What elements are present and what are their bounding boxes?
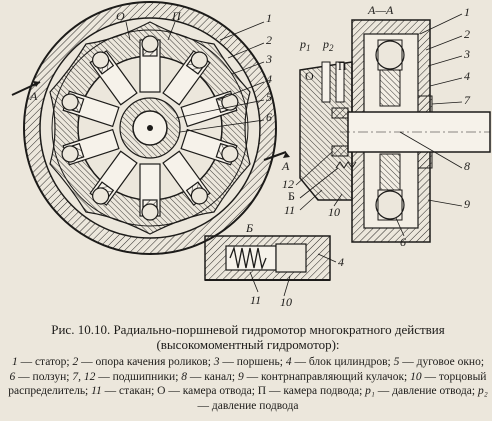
detail-view: Б 4 11 10 — [204, 221, 344, 309]
label-section-10: 10 — [328, 205, 340, 219]
label-section-O: O — [305, 69, 314, 83]
label-section-8: 8 — [464, 159, 470, 173]
legend-item: p₂ — давление подвода — [197, 385, 488, 412]
label-section-11: 11 — [284, 203, 295, 217]
label-P: П — [171, 9, 182, 23]
legend-item: 8 — канал; — [181, 370, 238, 383]
label-section-7: 7 — [464, 93, 471, 107]
caption-line-1: Рис. 10.10. Радиально-поршневой гидромот… — [51, 322, 445, 337]
figure-legend: 1 — статор; 2 — опора качения роликов; 3… — [8, 355, 488, 413]
label-A-left: A — [29, 89, 38, 103]
caption-line-2: (высокомоментный гидромотор): — [156, 337, 340, 352]
label-O: О — [116, 9, 125, 23]
figure-caption: Рис. 10.10. Радиально-поршневой гидромот… — [8, 322, 488, 352]
label-2: 2 — [266, 33, 272, 47]
legend-item: 1 — статор; — [11, 356, 73, 368]
legend-item: 10 — торцовый распределитель; — [8, 370, 487, 398]
label-section-12: 12 — [282, 177, 294, 191]
roller-bottom — [375, 190, 405, 220]
legend-item: 5 — дуговое окно; — [393, 356, 485, 368]
legend-item: 9 — контрнаправляющий кулачок; — [237, 370, 411, 383]
label-3: 3 — [265, 52, 272, 66]
detail-label-11: 11 — [250, 293, 261, 307]
label-p1: p1 — [299, 37, 311, 53]
label-section-4: 4 — [464, 69, 470, 83]
legend-item: 7, 12 — подшипники; — [72, 370, 182, 383]
hydromotor-drawing: О П 1 2 3 4 5 6 A A — [11, 1, 491, 309]
section-title: A—A — [367, 3, 394, 17]
roller-top — [375, 40, 405, 70]
legend-item: 3 — поршень; — [213, 356, 286, 368]
detail-label-B: Б — [245, 221, 253, 235]
legend-item: p₁ — давление отвода; — [365, 385, 478, 397]
pistons — [61, 35, 239, 221]
detail-spring — [229, 245, 267, 271]
label-section-9: 9 — [464, 197, 470, 211]
label-section-P: П — [338, 59, 347, 73]
legend-item: 6 — ползун; — [9, 370, 73, 383]
label-section-2: 2 — [464, 27, 470, 41]
label-4: 4 — [266, 72, 272, 86]
label-6: 6 — [266, 110, 272, 124]
detail-label-4: 4 — [338, 255, 344, 269]
section-view: A—A p1 p2 O П 1 2 3 4 7 8 9 12 Б 11 10 6 — [282, 3, 491, 249]
label-1: 1 — [266, 11, 272, 25]
front-view: О П 1 2 3 4 5 6 A A — [11, 1, 290, 255]
legend-item: 2 — опора качения роликов; — [72, 356, 214, 368]
label-p2: p2 — [322, 37, 334, 53]
label-section-1: 1 — [464, 5, 470, 19]
legend-item: 11 — стакан; О — камера отвода; П — каме… — [91, 385, 366, 397]
label-A-right: A — [281, 159, 290, 173]
legend-item: 4 — блок цилиндров; — [285, 356, 394, 368]
label-section-B: Б — [288, 189, 295, 203]
label-section-6: 6 — [400, 235, 406, 249]
label-5: 5 — [266, 90, 272, 104]
detail-label-10: 10 — [280, 295, 292, 309]
label-section-3: 3 — [463, 47, 470, 61]
